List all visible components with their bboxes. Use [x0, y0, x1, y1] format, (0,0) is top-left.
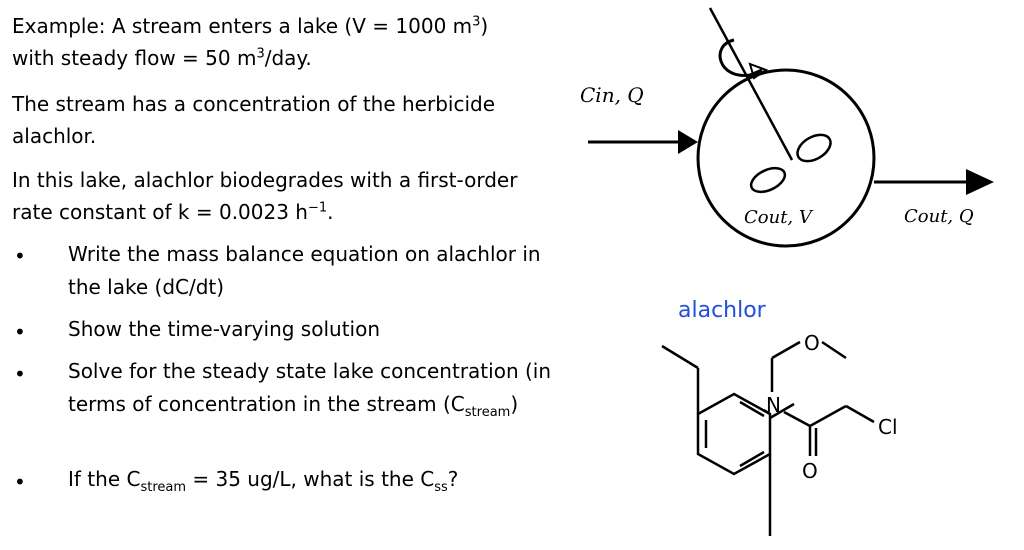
bullet-time-varying: Show the time-varying solution	[68, 317, 381, 341]
atom-oxygen: O	[804, 331, 820, 355]
atom-nitrogen: N	[766, 393, 781, 417]
lake-diagram: Cin, Q Cout, V Cout, Q	[580, 7, 994, 248]
intro-line-1: Example: A stream enters a lake (V = 100…	[12, 14, 489, 70]
atom-oxygen: O	[802, 459, 818, 483]
bullet-marker: •	[14, 320, 26, 344]
outflow-label: Cout, Q	[904, 206, 974, 227]
bullet-mass-balance: Write the mass balance equation on alach…	[68, 242, 541, 299]
intro-paragraph-2: The stream has a concentration of the he…	[12, 92, 496, 148]
bullet-marker: •	[14, 470, 26, 494]
bullet-marker: •	[14, 244, 26, 268]
stirrer-shaft	[708, 7, 794, 161]
stirrer-blade	[796, 133, 832, 163]
molecule-name: alachlor	[678, 298, 766, 323]
bullet-steady-state: Solve for the steady state lake concentr…	[68, 359, 552, 420]
inflow-label: Cin, Q	[580, 83, 644, 107]
atom-chlorine: Cl	[878, 415, 898, 439]
lake-label: Cout, V	[744, 207, 814, 228]
inflow-arrowhead	[678, 130, 698, 154]
molecule-bonds	[661, 340, 875, 536]
rotation-arrowhead	[748, 62, 769, 80]
alachlor-structure: O N Cl O	[661, 331, 898, 536]
intro-paragraph-3: In this lake, alachlor biodegrades with …	[12, 168, 518, 224]
bullet-question: If the Cstream = 35 ug/L, what is the Cs…	[68, 467, 459, 495]
lake-circle	[696, 68, 876, 248]
rotation-arrow	[718, 38, 763, 77]
outflow-arrowhead	[966, 169, 994, 195]
bullet-marker: •	[14, 362, 26, 386]
stirrer-blade	[749, 166, 787, 194]
